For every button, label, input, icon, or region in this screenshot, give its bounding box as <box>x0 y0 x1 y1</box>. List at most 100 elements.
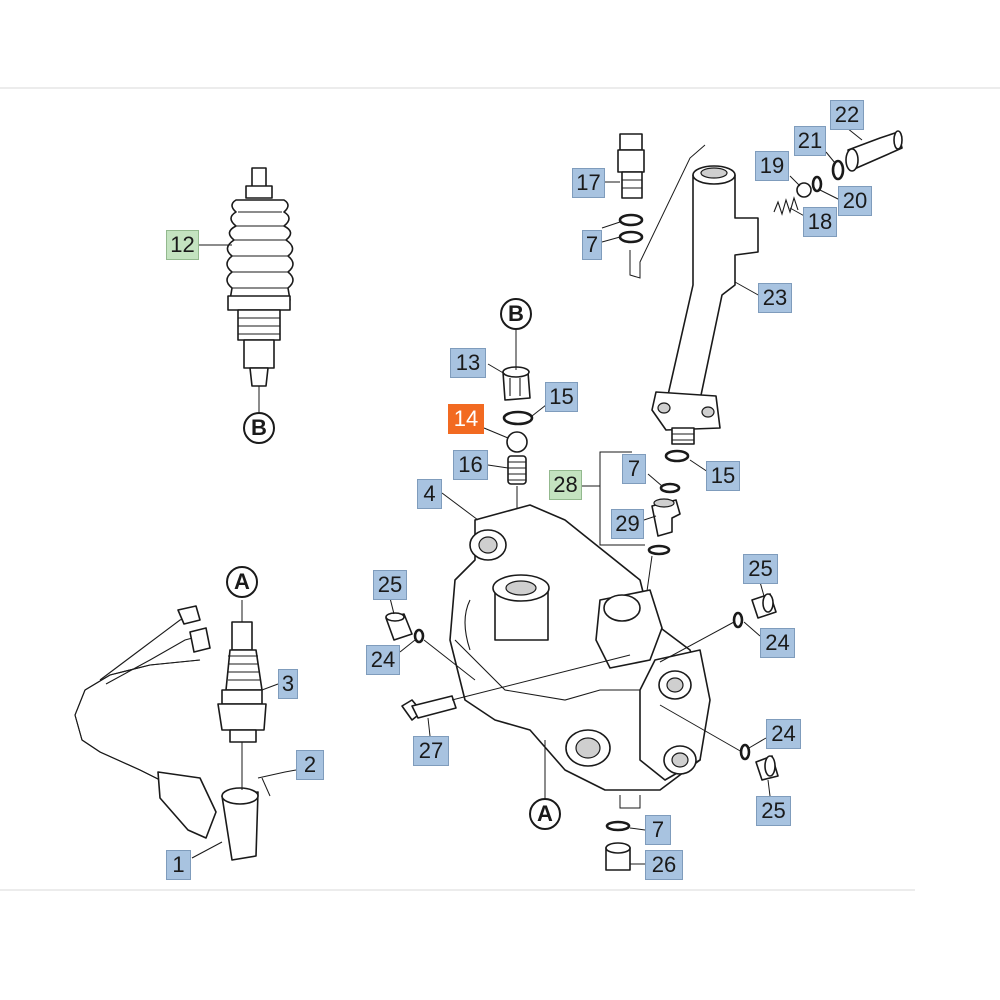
part-24-oring-right-lower <box>739 743 751 761</box>
callout-24-right-upper: 24 <box>760 628 795 658</box>
callout-17: 17 <box>572 168 605 198</box>
leader-7a <box>601 221 621 229</box>
leader-25a <box>389 597 395 615</box>
part-24-oring-right-upper <box>732 611 744 629</box>
callout-14-text: 14 <box>453 406 479 431</box>
callout-7-mid: 7 <box>622 454 646 484</box>
leader-24b <box>743 621 761 637</box>
part-12-accumulator <box>226 167 294 387</box>
callout-26: 26 <box>645 850 683 880</box>
leader-3 <box>261 683 279 691</box>
connector-B-left-text: B <box>251 415 267 440</box>
leader-2-b <box>261 777 271 797</box>
part-22-nipple <box>845 130 903 172</box>
callout-22-text: 22 <box>834 102 860 127</box>
leader-7b <box>647 473 663 487</box>
connector-A-bottom-text: A <box>537 801 553 826</box>
leader-23 <box>734 281 761 297</box>
part-20-oring <box>811 175 823 193</box>
part-24-oring-left <box>413 628 425 644</box>
callout-16-text: 16 <box>458 452 483 477</box>
callout-4: 4 <box>417 479 442 509</box>
callout-16: 16 <box>453 450 488 480</box>
leader-24a <box>399 639 416 653</box>
callout-19: 19 <box>755 151 789 181</box>
callout-24-left-text: 24 <box>370 647 396 672</box>
leader-25b <box>759 581 765 597</box>
callout-25-right-lower-text: 25 <box>761 798 786 823</box>
callout-3-text: 3 <box>281 671 295 696</box>
callout-23: 23 <box>758 283 792 313</box>
callout-25-right-upper-text: 25 <box>748 556 773 581</box>
callout-15-mid-text: 15 <box>710 463 736 488</box>
callout-25-right-lower: 25 <box>756 796 791 826</box>
callout-12: 12 <box>166 230 199 260</box>
callout-1-text: 1 <box>172 852 185 877</box>
part-25-plug-right-upper <box>751 593 777 619</box>
callout-18: 18 <box>803 207 837 237</box>
part-23-pipe <box>651 165 759 445</box>
part-25-plug-right-lower <box>755 755 779 781</box>
part-7-oring-top-2 <box>618 230 644 244</box>
leader-15b <box>689 459 709 473</box>
part-15-oring-top <box>502 410 534 426</box>
leader-16 <box>487 464 509 469</box>
callout-27-text: 27 <box>418 738 444 763</box>
leader-25c <box>767 779 771 797</box>
part-19-ball <box>796 182 812 198</box>
part-7-oring-mid <box>659 482 681 494</box>
leader-7c <box>629 827 646 831</box>
centerline-27 <box>451 654 631 701</box>
connector-B-top-text: B <box>508 301 524 326</box>
callout-2: 2 <box>296 750 324 780</box>
callout-25-left-text: 25 <box>377 572 403 597</box>
part-21-oring <box>831 159 845 181</box>
leader-2 <box>257 769 297 779</box>
callout-23-text: 23 <box>762 285 788 310</box>
callout-12-text: 12 <box>170 232 195 257</box>
leader-14 <box>483 427 509 439</box>
callout-15-top: 15 <box>545 382 578 412</box>
callout-7-top-text: 7 <box>585 232 599 257</box>
connector-A-left: A <box>226 566 258 598</box>
part-17-fitting <box>617 133 645 199</box>
connector-A-left-text: A <box>234 569 250 594</box>
callout-15-top-text: 15 <box>549 384 574 409</box>
callout-17-text: 17 <box>576 170 601 195</box>
callout-27: 27 <box>413 736 449 766</box>
leader-4 <box>441 492 479 521</box>
part-3-switch-plunger <box>217 621 267 743</box>
callout-7-top: 7 <box>582 230 602 260</box>
part-26-plug-bottom <box>605 842 631 871</box>
leader-29 <box>643 515 657 521</box>
connector-B-top: B <box>500 298 532 330</box>
callout-20: 20 <box>838 186 872 216</box>
callout-14-highlighted: 14 <box>448 404 484 434</box>
centerline-right-upper <box>659 621 735 663</box>
leader-7a-2 <box>601 236 621 243</box>
part-14-valve-ball <box>506 431 528 453</box>
callout-25-right-upper: 25 <box>743 554 778 584</box>
leader-19 <box>789 175 801 187</box>
bracket-28 <box>599 451 645 546</box>
part-15-oring-mid <box>664 449 690 463</box>
callout-18-text: 18 <box>807 209 833 234</box>
callout-21: 21 <box>794 126 826 156</box>
part-7-oring-bottom <box>605 820 631 832</box>
part-16-spring <box>507 455 527 485</box>
callout-24-left: 24 <box>366 645 400 675</box>
leader-1 <box>191 841 223 859</box>
part-18-spring <box>773 196 799 216</box>
bracket-7-23 <box>629 144 706 279</box>
callout-15-mid: 15 <box>706 461 740 491</box>
leader-21 <box>825 151 836 164</box>
callout-7-bottom-text: 7 <box>651 817 665 842</box>
callout-21-text: 21 <box>797 128 823 153</box>
callout-29-text: 29 <box>615 511 640 536</box>
leader-13 <box>487 363 506 375</box>
part-4-manifold-block <box>449 504 711 791</box>
part-27-bolt <box>401 695 457 721</box>
callout-7-bottom: 7 <box>645 815 671 845</box>
